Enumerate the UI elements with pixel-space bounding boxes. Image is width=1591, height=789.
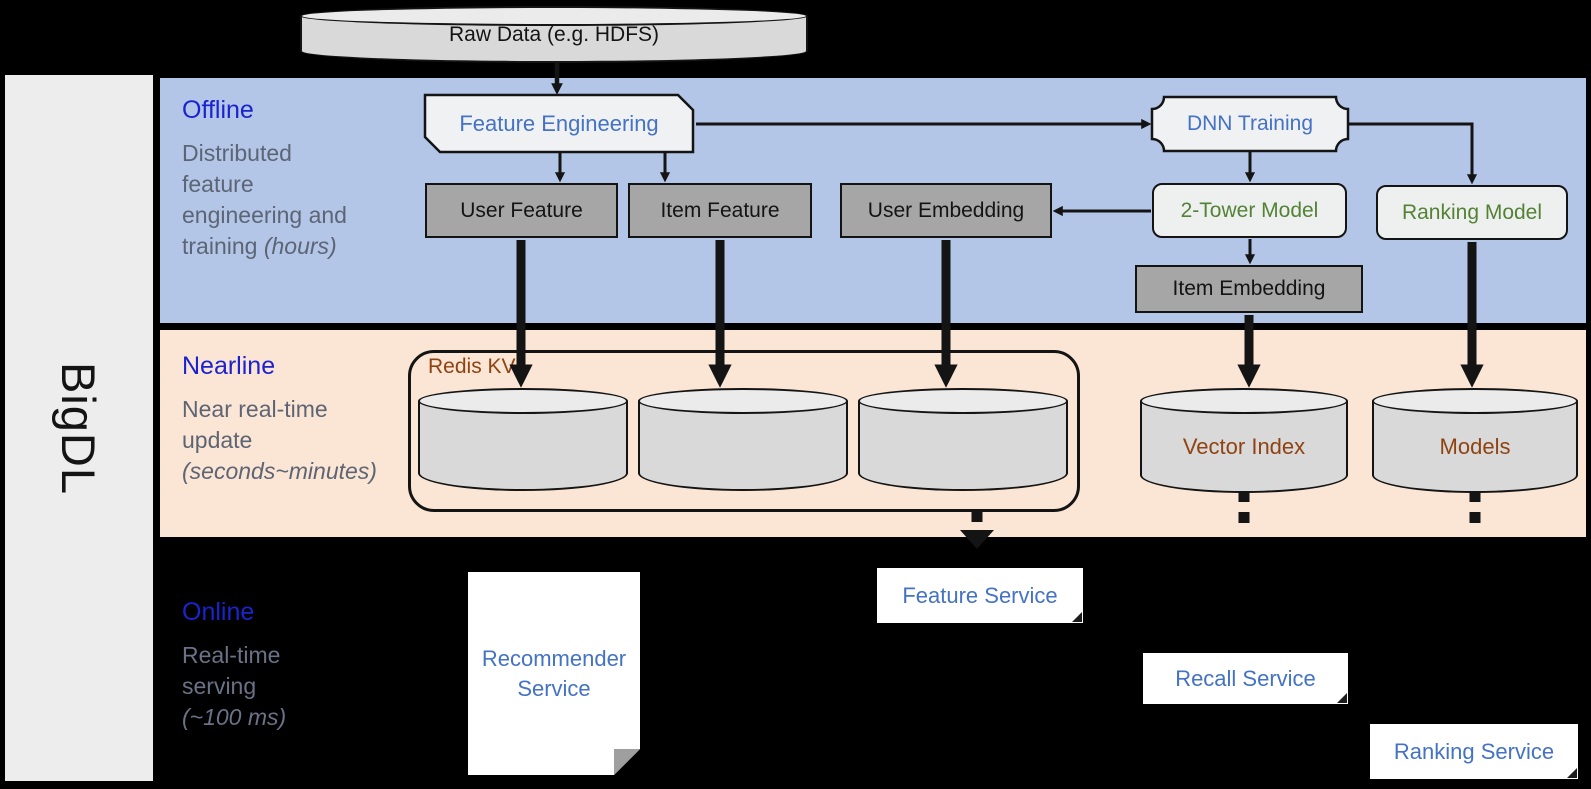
item-embedding-node: Item Embedding (1135, 265, 1363, 313)
redis-kv-label: Redis KV (428, 355, 516, 378)
item-feature-node: Item Feature (628, 183, 812, 238)
document-fold (614, 749, 640, 775)
offline-desc-text: Distributed feature engineering and trai… (182, 140, 347, 259)
recommender-service-label: Recommender Service (481, 645, 627, 701)
user-embedding-node: User Embedding (840, 183, 1052, 238)
redis-cylinder-1 (418, 388, 628, 491)
user-feature-node: User Feature (425, 183, 618, 238)
cylinder-body (638, 401, 848, 491)
two-tower-model-node: 2-Tower Model (1152, 183, 1347, 238)
nearline-description: Near real-time update (seconds~minutes) (182, 394, 442, 487)
recall-service: Recall Service (1143, 653, 1348, 704)
ranking-service-label: Ranking Service (1393, 738, 1555, 764)
redis-cylinder-3 (858, 388, 1068, 491)
ranking-model-node: Ranking Model (1376, 185, 1568, 240)
ranking-service: Ranking Service (1370, 724, 1578, 779)
document-fold (1072, 612, 1082, 622)
document-fold (1337, 693, 1347, 703)
nearline-desc-text: Near real-time update (182, 396, 328, 453)
feature-service: Feature Service (877, 568, 1083, 623)
cylinder-body (858, 401, 1068, 491)
feature-engineering-node: Feature Engineering (459, 110, 659, 136)
vector-index-store: Vector Index (1140, 388, 1348, 493)
cylinder-top (300, 6, 808, 26)
dnn-training-node: DNN Training (1186, 112, 1314, 135)
redis-kv-container (408, 350, 1080, 512)
bigdl-sidebar: BigDL (5, 75, 153, 781)
cylinder-top (1372, 388, 1578, 414)
raw-data-label: Raw Data (e.g. HDFS) (448, 23, 660, 46)
recommender-service: Recommender Service (468, 572, 640, 775)
raw-data-store: Raw Data (e.g. HDFS) (300, 6, 808, 63)
online-title: Online (182, 598, 255, 626)
models-store: Models (1372, 388, 1578, 493)
nearline-title: Nearline (182, 352, 276, 380)
cylinder-body (1372, 401, 1578, 493)
online-desc-italic: (~100 ms) (182, 704, 287, 730)
offline-description: Distributed feature engineering and trai… (182, 138, 422, 262)
offline-title: Offline (182, 96, 254, 124)
recall-service-label: Recall Service (1175, 665, 1316, 691)
cylinder-body (1140, 401, 1348, 493)
feature-service-label: Feature Service (902, 582, 1058, 608)
offline-desc-italic: (hours) (263, 233, 337, 259)
cylinder-top (858, 388, 1068, 414)
nearline-desc-italic: (seconds~minutes) (182, 458, 377, 484)
bigdl-logo: BigDL (52, 361, 106, 495)
cylinder-top (638, 388, 848, 414)
cylinder-body (418, 401, 628, 491)
redis-cylinder-2 (638, 388, 848, 491)
online-description: Real-time serving (~100 ms) (182, 640, 422, 733)
models-label: Models (1439, 434, 1511, 460)
online-desc-text: Real-time serving (182, 642, 281, 699)
vector-index-label: Vector Index (1182, 434, 1306, 460)
cylinder-top (1140, 388, 1348, 414)
cylinder-top (418, 388, 628, 414)
document-fold (1567, 768, 1577, 778)
